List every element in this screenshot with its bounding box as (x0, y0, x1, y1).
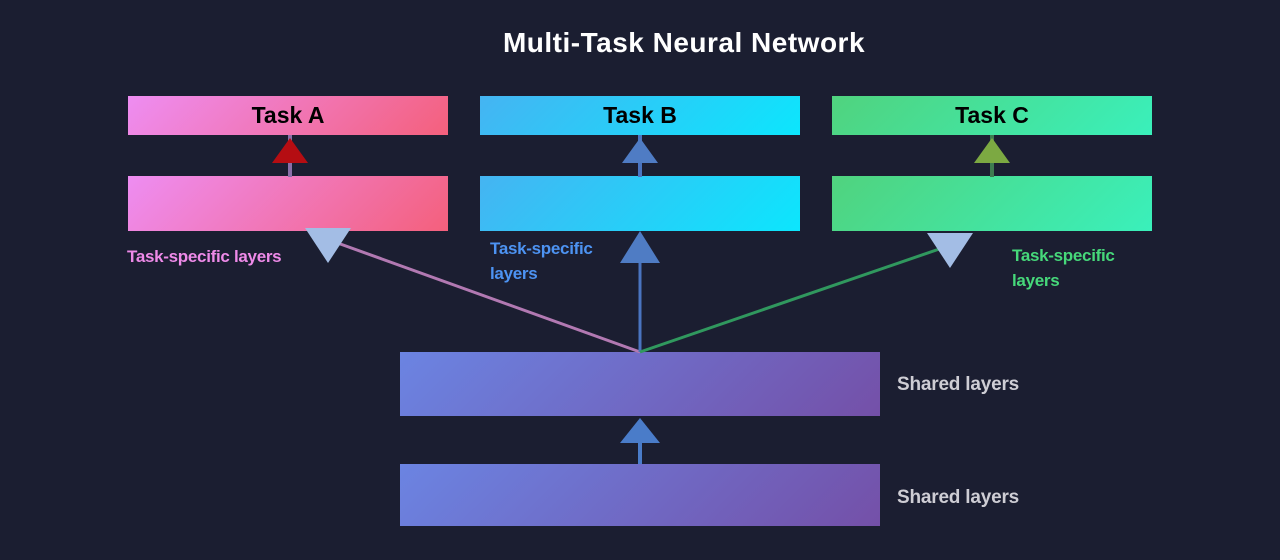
shared-layers-label-top: Shared layers (897, 374, 1020, 395)
task-b-header-label: Task B (603, 102, 677, 128)
task-a-header-label: Task A (251, 102, 325, 128)
task-a-specific-layer-box (128, 176, 448, 231)
task-b-up-arrowhead-icon (622, 138, 658, 163)
task-b-layer-label: Task-specific layers (490, 239, 593, 283)
connector-shared-to-task-c (639, 244, 949, 354)
task-c-up-arrowhead-icon (974, 138, 1010, 163)
task-a-layer-label: Task-specific layers (127, 247, 282, 266)
task-a-up-arrowhead-icon (272, 138, 308, 163)
task-b-specific-layer-box (480, 176, 800, 231)
task-c-header-box: Task C (832, 96, 1152, 135)
task-c-header-label: Task C (955, 102, 1029, 128)
shared-layers-label-bottom: Shared layers (897, 487, 1020, 508)
task-c-specific-layer-box (832, 176, 1152, 231)
shared-layers-box-bottom (400, 464, 880, 526)
shared-layers-box-top (400, 352, 880, 416)
task-b-connector-arrowhead-icon (620, 231, 660, 263)
shared-up-arrowhead-icon (620, 418, 660, 443)
diagram-title: Multi-Task Neural Network (502, 27, 866, 58)
task-c-layer-label: Task-specific layers (1012, 246, 1115, 290)
task-a-header-box: Task A (128, 96, 448, 135)
task-b-header-box: Task B (480, 96, 800, 135)
task-c-connector-arrowhead-icon (927, 233, 973, 268)
